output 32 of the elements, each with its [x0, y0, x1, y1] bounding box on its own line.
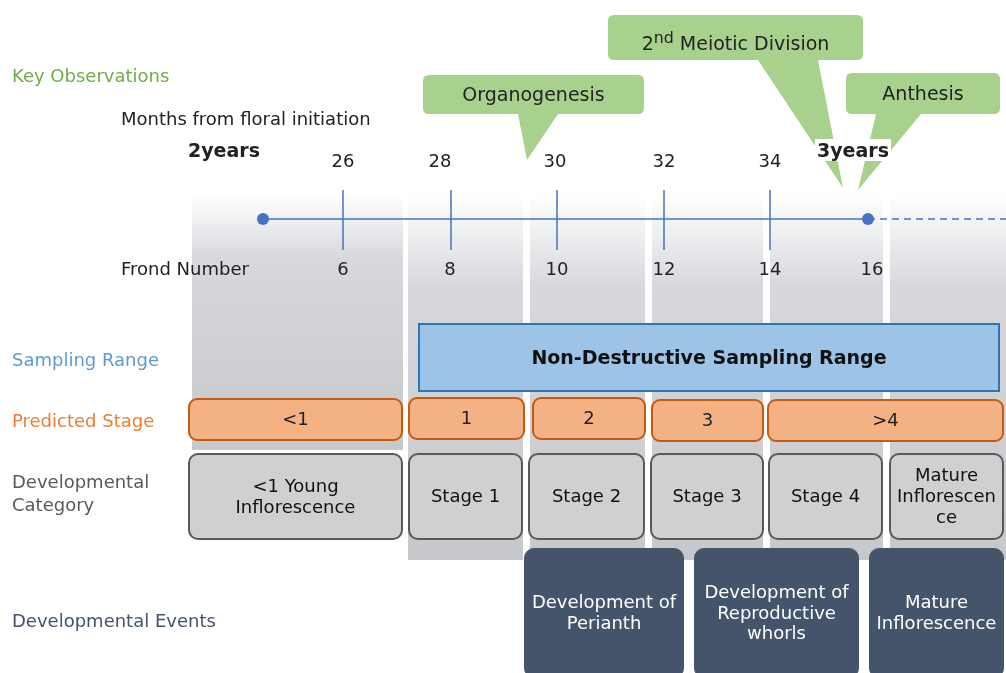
tick-label: 26 [331, 150, 355, 171]
axis-label: Frond Number [121, 258, 249, 279]
tick-label: 6 [337, 258, 349, 279]
key-observations-heading: Key Observations [12, 65, 170, 86]
category-box: Stage 2 [528, 453, 645, 540]
row-label: Sampling Range [12, 349, 160, 370]
row-label: Predicted Stage [12, 410, 155, 431]
axis-label: Months from floral initiation [121, 108, 371, 129]
category-box: Mature Inflorescence [889, 453, 1004, 540]
event-box: Development of Reproductive whorls [694, 548, 859, 673]
tick-label: 8 [444, 258, 456, 279]
event-box: Development of Perianth [524, 548, 684, 673]
sampling-range-bar: Non-Destructive Sampling Range [418, 323, 1000, 392]
tick-label: 16 [860, 258, 884, 279]
category-box: Stage 1 [408, 453, 523, 540]
row-label: Developmental Category [12, 470, 151, 517]
category-box: <1 Young Inflorescence [188, 453, 403, 540]
predicted-stage-box: 3 [651, 399, 764, 442]
event-box: Mature Inflorescence [869, 548, 1004, 673]
predicted-stage-box: >4 [767, 399, 1004, 442]
tick-label: 14 [758, 258, 782, 279]
year-label: 3years [815, 139, 891, 161]
tick-label: 10 [545, 258, 569, 279]
predicted-stage-box: <1 [188, 398, 403, 441]
category-box: Stage 3 [650, 453, 764, 540]
tick-label: 34 [758, 150, 782, 171]
tick-label: 12 [652, 258, 676, 279]
tick-label: 32 [652, 150, 676, 171]
predicted-stage-box: 1 [408, 397, 525, 440]
row-label: Developmental Events [12, 610, 216, 631]
category-box: Stage 4 [768, 453, 883, 540]
predicted-stage-box: 2 [532, 397, 646, 440]
